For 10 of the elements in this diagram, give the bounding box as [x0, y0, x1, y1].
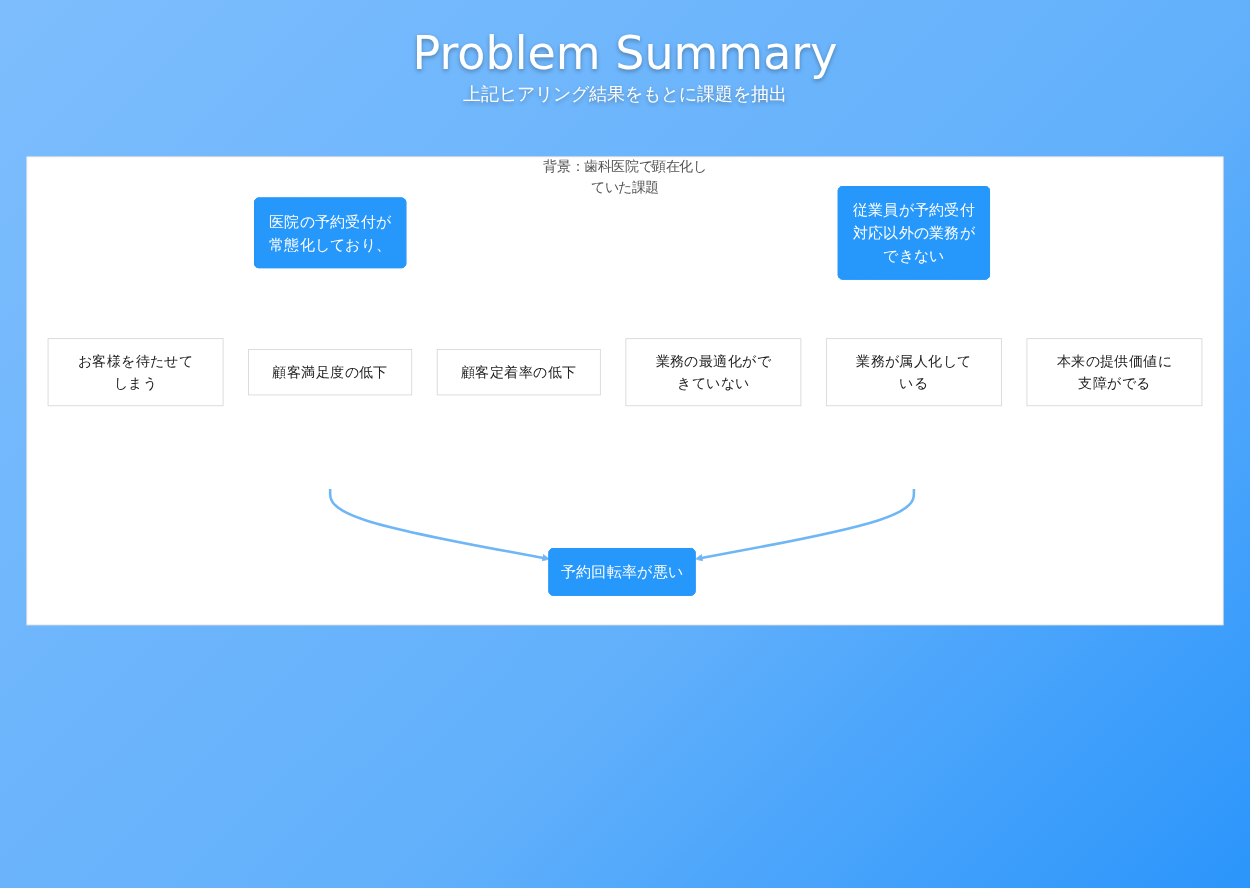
subtitle: 上記ヒアリング結果をもとに課題を抽出	[463, 82, 787, 106]
arrow	[695, 489, 916, 562]
node-box: 顧客定着率の低下	[436, 349, 601, 396]
node-box: 業務が属人化している	[825, 338, 1002, 407]
title: Problem Summary	[412, 26, 838, 80]
node-box: 顧客満足度の低下	[248, 349, 413, 396]
node-box: お客様を待たせてしまう	[47, 338, 224, 407]
node-box: 業務の最適化ができていない	[625, 338, 802, 407]
node-box: 本来の提供価値に支障がでる	[1026, 338, 1203, 407]
arrow	[328, 489, 550, 562]
